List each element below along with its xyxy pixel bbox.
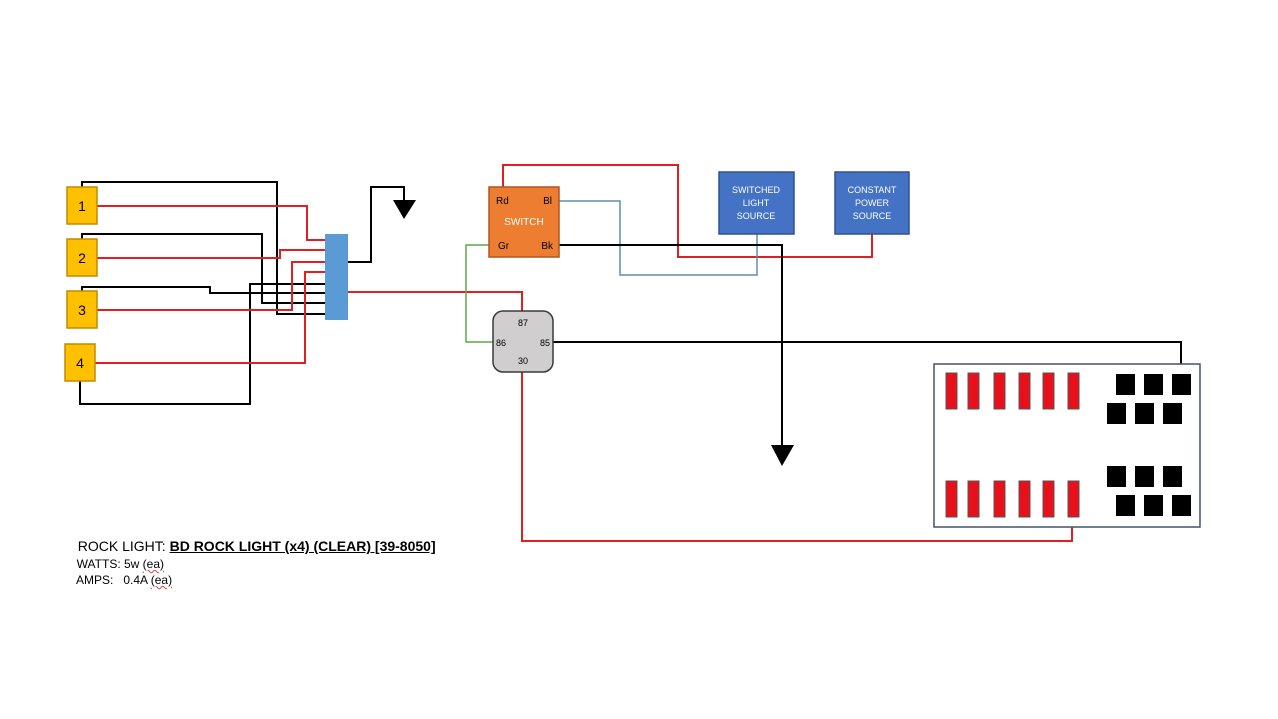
- fuse-slot[interactable]: [993, 372, 1006, 410]
- rock-light-label: 2: [78, 250, 86, 266]
- connector-ground-wire: [348, 186, 405, 263]
- relay-pin-30: 30: [518, 356, 528, 366]
- ground-wire-light-3: [81, 286, 325, 294]
- relay-slot[interactable]: [1144, 374, 1163, 395]
- power-wire-light-3: [97, 261, 325, 311]
- fuse-slot[interactable]: [1067, 372, 1080, 410]
- ground-wire-light-1: [81, 181, 325, 315]
- fuse-row-top: [945, 372, 1080, 410]
- relay-slot[interactable]: [1172, 374, 1191, 395]
- switch-title: SWITCH: [504, 217, 543, 228]
- fuse-slot[interactable]: [1042, 480, 1055, 518]
- spec-title: ROCK LIGHT: BD ROCK LIGHT (x4) (CLEAR) […: [70, 522, 436, 554]
- power-wire-light-2: [97, 249, 325, 259]
- switch-bl-to-switched-source-wire: [559, 200, 758, 276]
- relay-slot[interactable]: [1116, 495, 1135, 516]
- relay-pin-85: 85: [540, 338, 550, 348]
- rock-light-label: 4: [76, 355, 84, 371]
- fuse-slot[interactable]: [967, 372, 980, 410]
- constant-power-source[interactable]: CONSTANT POWER SOURCE: [834, 171, 910, 235]
- relay-slot[interactable]: [1135, 466, 1154, 487]
- power-wire-light-4: [95, 271, 325, 364]
- fuse-slot[interactable]: [967, 480, 980, 518]
- switched-source-line: LIGHT: [743, 198, 770, 208]
- rock-light-label: 1: [78, 198, 86, 214]
- relay-slot[interactable]: [1116, 374, 1135, 395]
- spec-model: BD ROCK LIGHT (x4) (CLEAR) [39-8050]: [169, 538, 436, 554]
- harness-connector[interactable]: [325, 234, 348, 320]
- switched-light-source[interactable]: SWITCHED LIGHT SOURCE: [718, 171, 795, 235]
- switch-bk-to-ground-wire: [559, 244, 783, 447]
- rock-light-label: 3: [78, 302, 86, 318]
- relay-slot[interactable]: [1163, 403, 1182, 424]
- constant-source-line: SOURCE: [853, 211, 892, 221]
- rock-light[interactable]: 3: [66, 290, 98, 329]
- fuse-slot[interactable]: [1018, 372, 1031, 410]
- relay-slot[interactable]: [1163, 466, 1182, 487]
- spec-amps-label: AMPS: 0.4A: [76, 573, 151, 587]
- fuse-slot[interactable]: [945, 372, 958, 410]
- spec-watts-label: WATTS: 5w: [76, 557, 143, 571]
- switched-source-line: SOURCE: [737, 211, 776, 221]
- rock-light[interactable]: 2: [66, 238, 98, 277]
- relay-slot[interactable]: [1107, 466, 1126, 487]
- constant-source-line: POWER: [855, 198, 890, 208]
- switch-gr-to-relay-86-wire: [465, 244, 493, 343]
- spec-amps: AMPS: 0.4A (ea): [70, 559, 172, 587]
- fuse-slot[interactable]: [993, 480, 1006, 518]
- ground-wire-light-4: [79, 283, 325, 405]
- switch-pin-bk: Bk: [541, 241, 554, 252]
- switched-source-line: SWITCHED: [732, 185, 780, 195]
- system-wires: [348, 164, 1182, 542]
- relay-slot[interactable]: [1144, 495, 1163, 516]
- switch[interactable]: SWITCH Rd Bl Gr Bk: [488, 186, 560, 258]
- relay-slot[interactable]: [1107, 403, 1126, 424]
- ground-arrow-icon: [771, 445, 794, 466]
- spec-prefix: ROCK LIGHT:: [77, 538, 170, 554]
- relay[interactable]: 87 86 85 30: [492, 310, 554, 373]
- ground-wire-light-2: [81, 233, 325, 304]
- fuse-row-bottom: [945, 480, 1080, 518]
- spec-watts-unit: (ea): [142, 557, 165, 571]
- connector-to-relay-87-wire: [348, 291, 523, 312]
- power-wire-light-1: [97, 205, 325, 241]
- switch-pin-rd: Rd: [496, 196, 509, 207]
- constant-source-line: CONSTANT: [848, 185, 897, 195]
- fuse-slot[interactable]: [945, 480, 958, 518]
- relay-pin-87: 87: [518, 318, 528, 328]
- relay-30-to-fuse-wire: [521, 372, 1073, 542]
- fuse-slot[interactable]: [1067, 480, 1080, 518]
- fuse-slot[interactable]: [1042, 372, 1055, 410]
- switch-pin-bl: Bl: [543, 196, 552, 207]
- switch-pin-gr: Gr: [498, 241, 510, 252]
- ground-arrow-icon: [393, 200, 416, 219]
- relay-slot[interactable]: [1135, 403, 1154, 424]
- relay-pin-86: 86: [496, 338, 506, 348]
- rock-light[interactable]: 1: [66, 186, 98, 225]
- spec-amps-unit: (ea): [150, 573, 173, 587]
- rock-light[interactable]: 4: [64, 343, 96, 382]
- spec-watts: WATTS: 5w (ea): [70, 543, 164, 571]
- light-harness-wires: [79, 181, 325, 405]
- relay-slots-bottom: [1107, 466, 1191, 516]
- relay-slots-top: [1107, 374, 1191, 424]
- fuse-box[interactable]: [933, 363, 1201, 528]
- switch-rd-to-constant-power-wire: [502, 164, 873, 258]
- fuse-slot[interactable]: [1018, 480, 1031, 518]
- relay-slot[interactable]: [1172, 495, 1191, 516]
